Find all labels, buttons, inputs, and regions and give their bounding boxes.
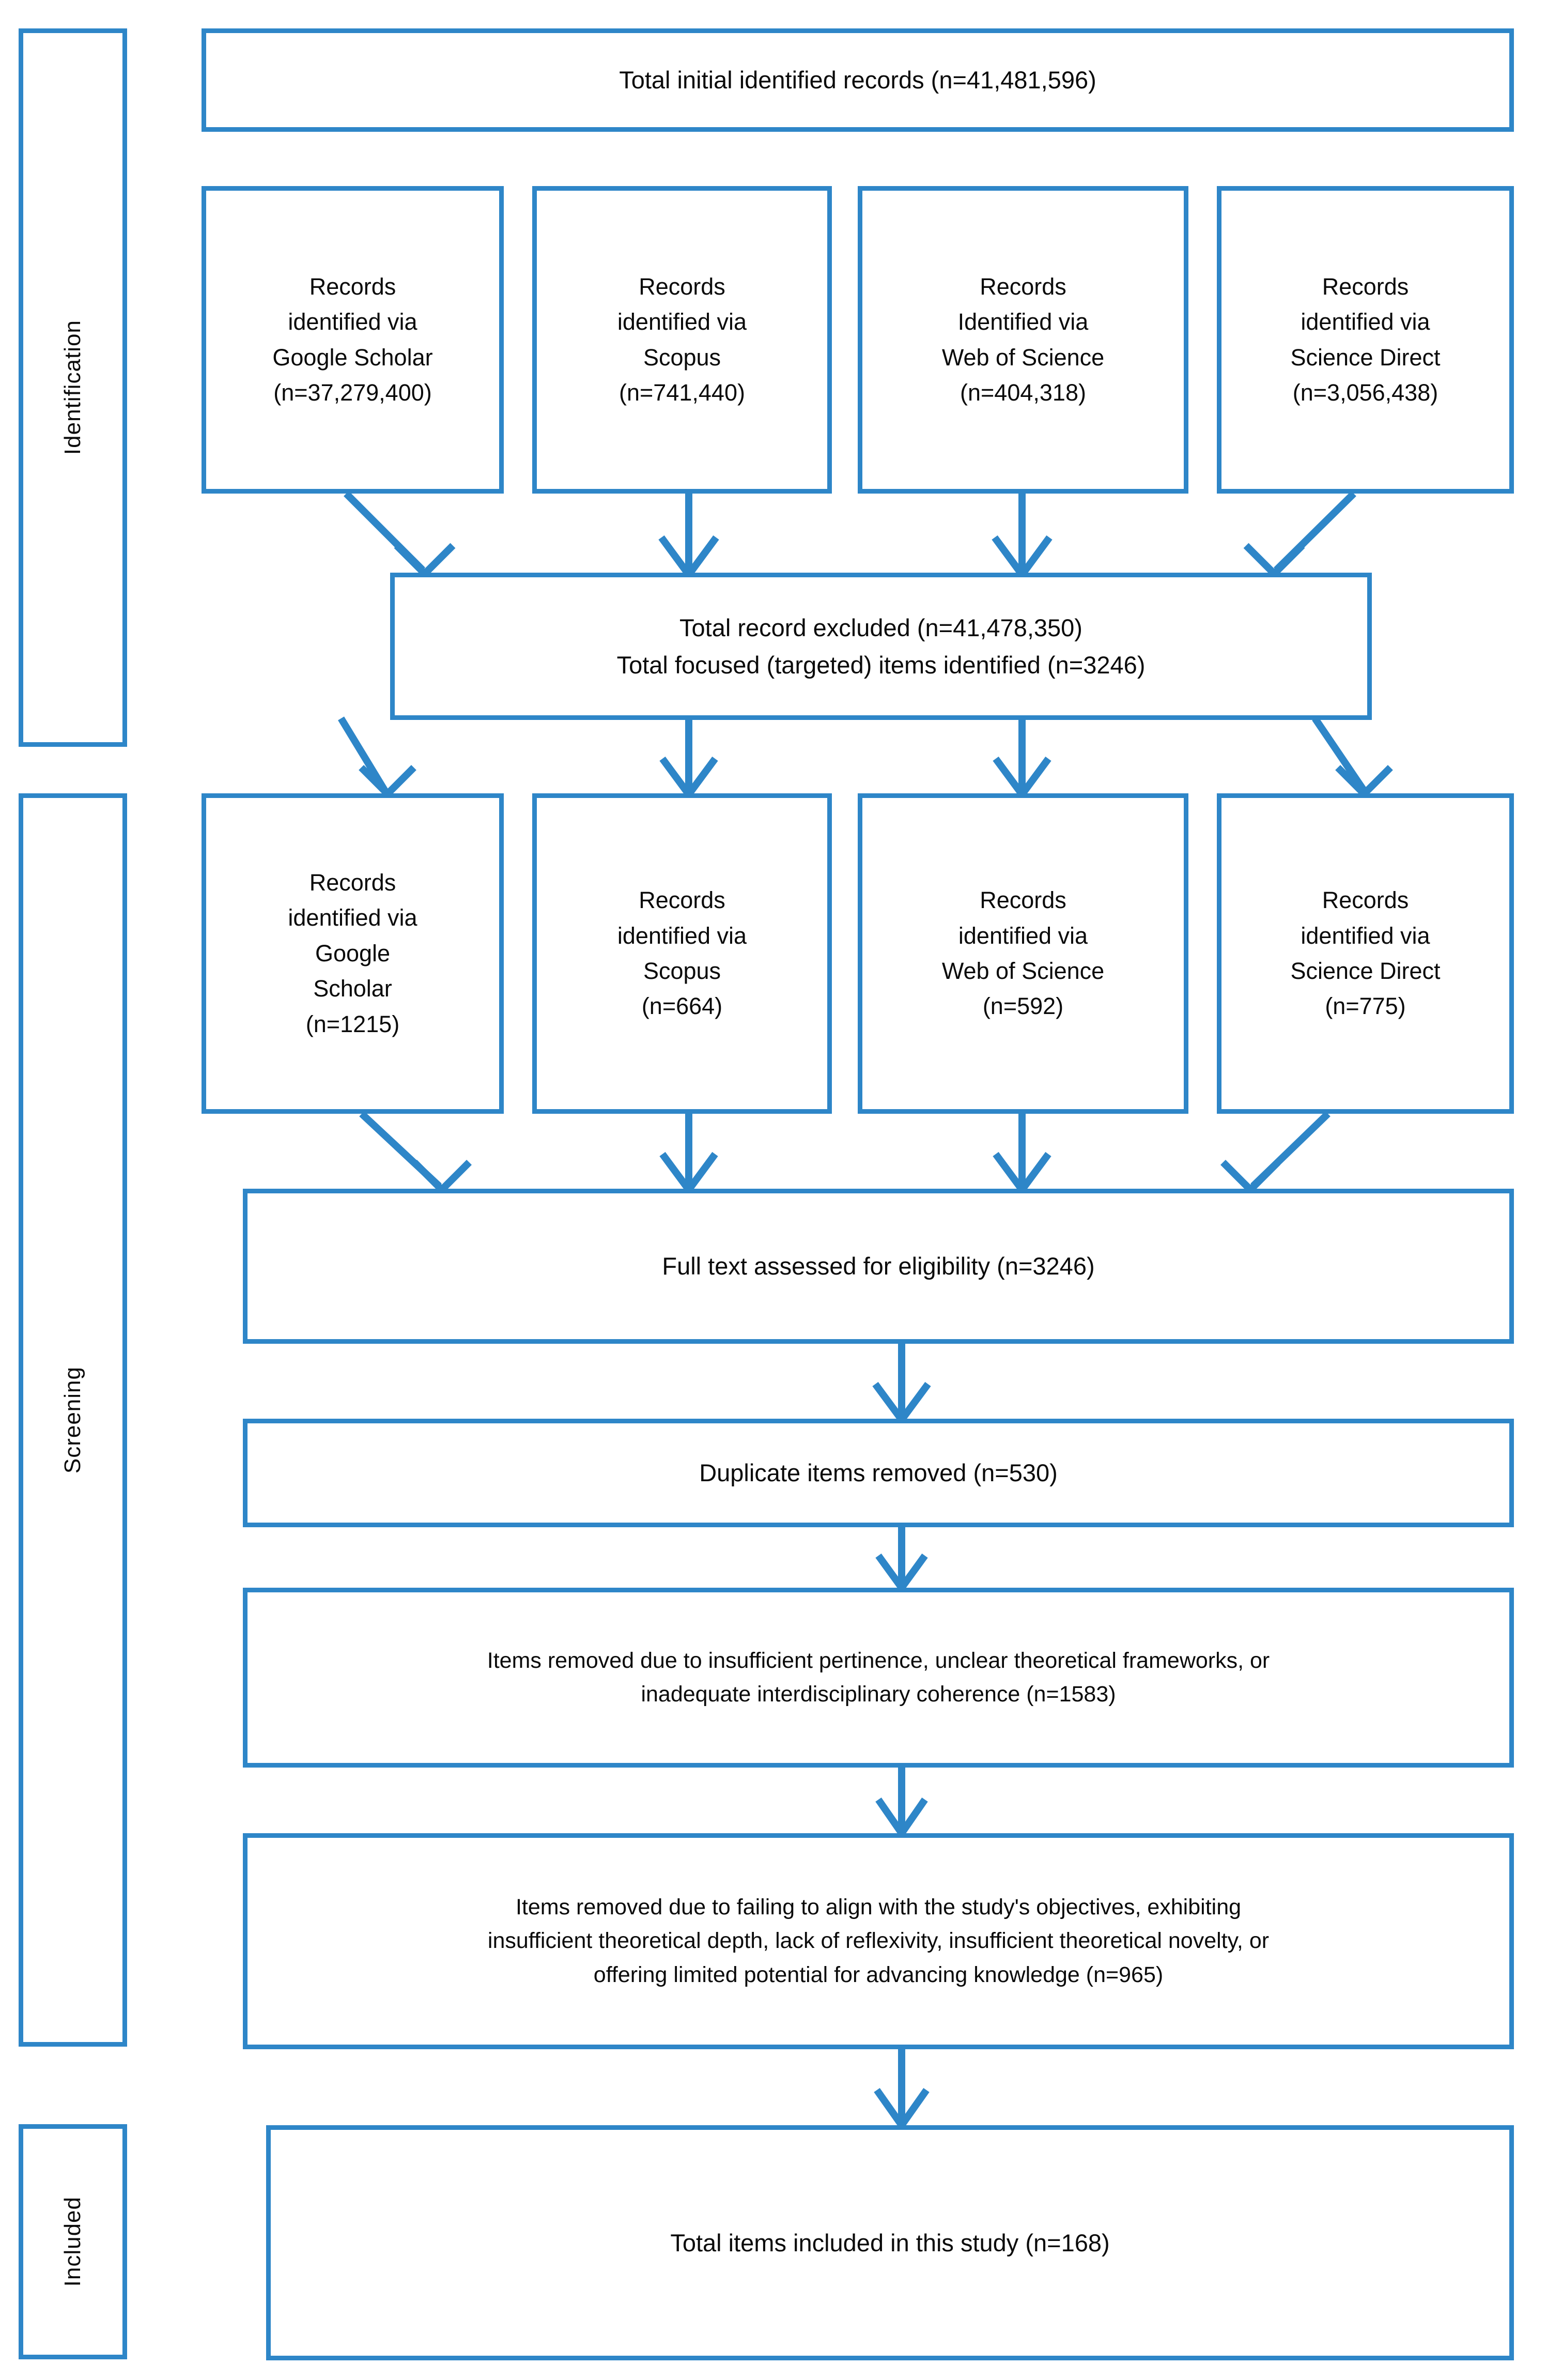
arrow-excluded-to-web-of-science <box>993 718 1051 801</box>
arrow-fulltext-to-duplicates <box>872 1344 931 1426</box>
arrow-scopus-to-excluded <box>658 494 719 581</box>
node-source-google-scholar-initial: Records identified via Google Scholar (n… <box>202 186 504 494</box>
node-items-removed-pertinence-text: Items removed due to insufficient pertin… <box>487 1648 1270 1707</box>
stage-label-included-text: Included <box>60 2197 85 2287</box>
node-total-items-included-text: Total items included in this study (n=16… <box>670 2229 1110 2256</box>
node-source-web-of-science-initial: Records Identified via Web of Science (n… <box>858 186 1188 494</box>
node-full-text-assessed: Full text assessed for eligibility (n=32… <box>243 1189 1514 1344</box>
stage-label-included: Included <box>19 2124 127 2359</box>
arrow-excluded-to-science-direct <box>1312 716 1393 799</box>
arrow-scopus-to-fulltext <box>659 1114 718 1196</box>
node-source-web-of-science-screened-text: Records identified via Web of Science (n… <box>941 887 1105 1020</box>
node-total-record-excluded: Total record excluded (n=41,478,350) Tot… <box>390 573 1372 720</box>
node-source-science-direct-initial-text: Records identified via Science Direct (n… <box>1290 273 1441 406</box>
node-source-science-direct-screened-text: Records identified via Science Direct (n… <box>1290 887 1441 1020</box>
node-total-initial-records-text: Total initial identified records (n=41,4… <box>619 66 1096 94</box>
arrow-science-direct-to-fulltext <box>1220 1111 1331 1195</box>
node-source-scopus-screened: Records identified via Scopus (n=664) <box>532 793 832 1114</box>
node-items-removed-pertinence: Items removed due to insufficient pertin… <box>243 1588 1514 1768</box>
node-full-text-assessed-text: Full text assessed for eligibility (n=32… <box>662 1252 1095 1280</box>
node-duplicate-items-removed-text: Duplicate items removed (n=530) <box>699 1459 1058 1487</box>
arrow-excluded-to-scopus <box>659 718 718 801</box>
node-total-record-excluded-text: Total record excluded (n=41,478,350) Tot… <box>616 614 1146 679</box>
arrow-google-scholar-to-excluded <box>344 491 456 579</box>
node-items-removed-objectives-text: Items removed due to failing to align wi… <box>487 1894 1270 1987</box>
node-total-items-included: Total items included in this study (n=16… <box>266 2125 1514 2360</box>
node-total-initial-records: Total initial identified records (n=41,4… <box>202 28 1514 132</box>
node-source-google-scholar-initial-text: Records identified via Google Scholar (n… <box>272 273 433 406</box>
arrow-google-scholar-to-fulltext <box>359 1111 472 1195</box>
arrow-science-direct-to-excluded <box>1243 491 1356 579</box>
node-source-web-of-science-initial-text: Records Identified via Web of Science (n… <box>941 273 1105 406</box>
arrow-web-of-science-to-fulltext <box>993 1114 1051 1196</box>
stage-label-identification-text: Identification <box>60 320 85 455</box>
arrow-removed-objectives-to-included <box>874 2049 930 2132</box>
arrow-excluded-to-google-scholar <box>338 716 416 799</box>
stage-label-screening: Screening <box>19 793 127 2047</box>
stage-label-screening-text: Screening <box>60 1366 85 1474</box>
node-source-scopus-initial: Records identified via Scopus (n=741,440… <box>532 186 832 494</box>
node-source-scopus-initial-text: Records identified via Scopus (n=741,440… <box>617 273 747 406</box>
node-source-google-scholar-screened-text: Records identified via Google Scholar (n… <box>288 869 417 1037</box>
node-source-science-direct-initial: Records identified via Science Direct (n… <box>1217 186 1514 494</box>
node-source-science-direct-screened: Records identified via Science Direct (n… <box>1217 793 1514 1114</box>
stage-label-identification: Identification <box>19 28 127 747</box>
arrow-removed-pertinence-to-removed-objectives <box>875 1768 928 1840</box>
node-items-removed-objectives: Items removed due to failing to align wi… <box>243 1833 1514 2049</box>
node-source-web-of-science-screened: Records identified via Web of Science (n… <box>858 793 1188 1114</box>
node-source-google-scholar-screened: Records identified via Google Scholar (n… <box>202 793 504 1114</box>
arrow-web-of-science-to-excluded <box>992 494 1053 581</box>
node-duplicate-items-removed: Duplicate items removed (n=530) <box>243 1419 1514 1527</box>
arrow-duplicates-to-removed-pertinence <box>875 1527 928 1594</box>
node-source-scopus-screened-text: Records identified via Scopus (n=664) <box>617 887 747 1020</box>
